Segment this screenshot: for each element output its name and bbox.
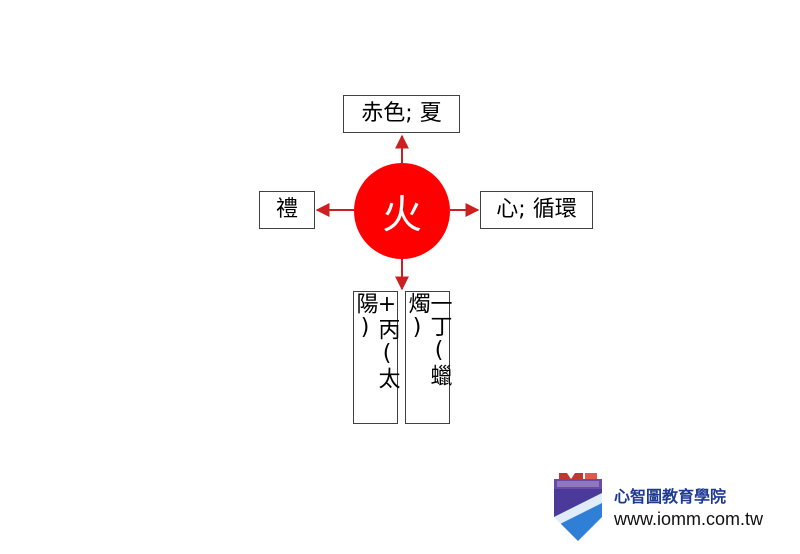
node-right-label: 心; 循環 [496,197,577,222]
node-right-heart-circulation: 心; 循環 [480,191,593,229]
node-bottom-bing-label: +丙(太陽) [352,292,400,390]
brand-url: www.iomm.com.tw [614,509,764,529]
brand-logo-icon [554,473,602,541]
node-bottom-bing: +丙(太陽) [352,291,400,424]
node-left-label: 禮 [275,197,298,222]
node-left-propriety: 禮 [259,191,315,229]
brand-name: 心智圖教育學院 [614,487,727,506]
center-node-label: 火 [382,192,422,238]
center-node-fire: 火 [354,163,450,259]
node-bottom-ding-label: 一丁(蠟燭) [404,292,452,387]
node-top-label: 赤色; 夏 [361,101,442,126]
node-top-red-summer: 赤色; 夏 [343,95,460,133]
node-bottom-ding: 一丁(蠟燭) [404,291,452,424]
